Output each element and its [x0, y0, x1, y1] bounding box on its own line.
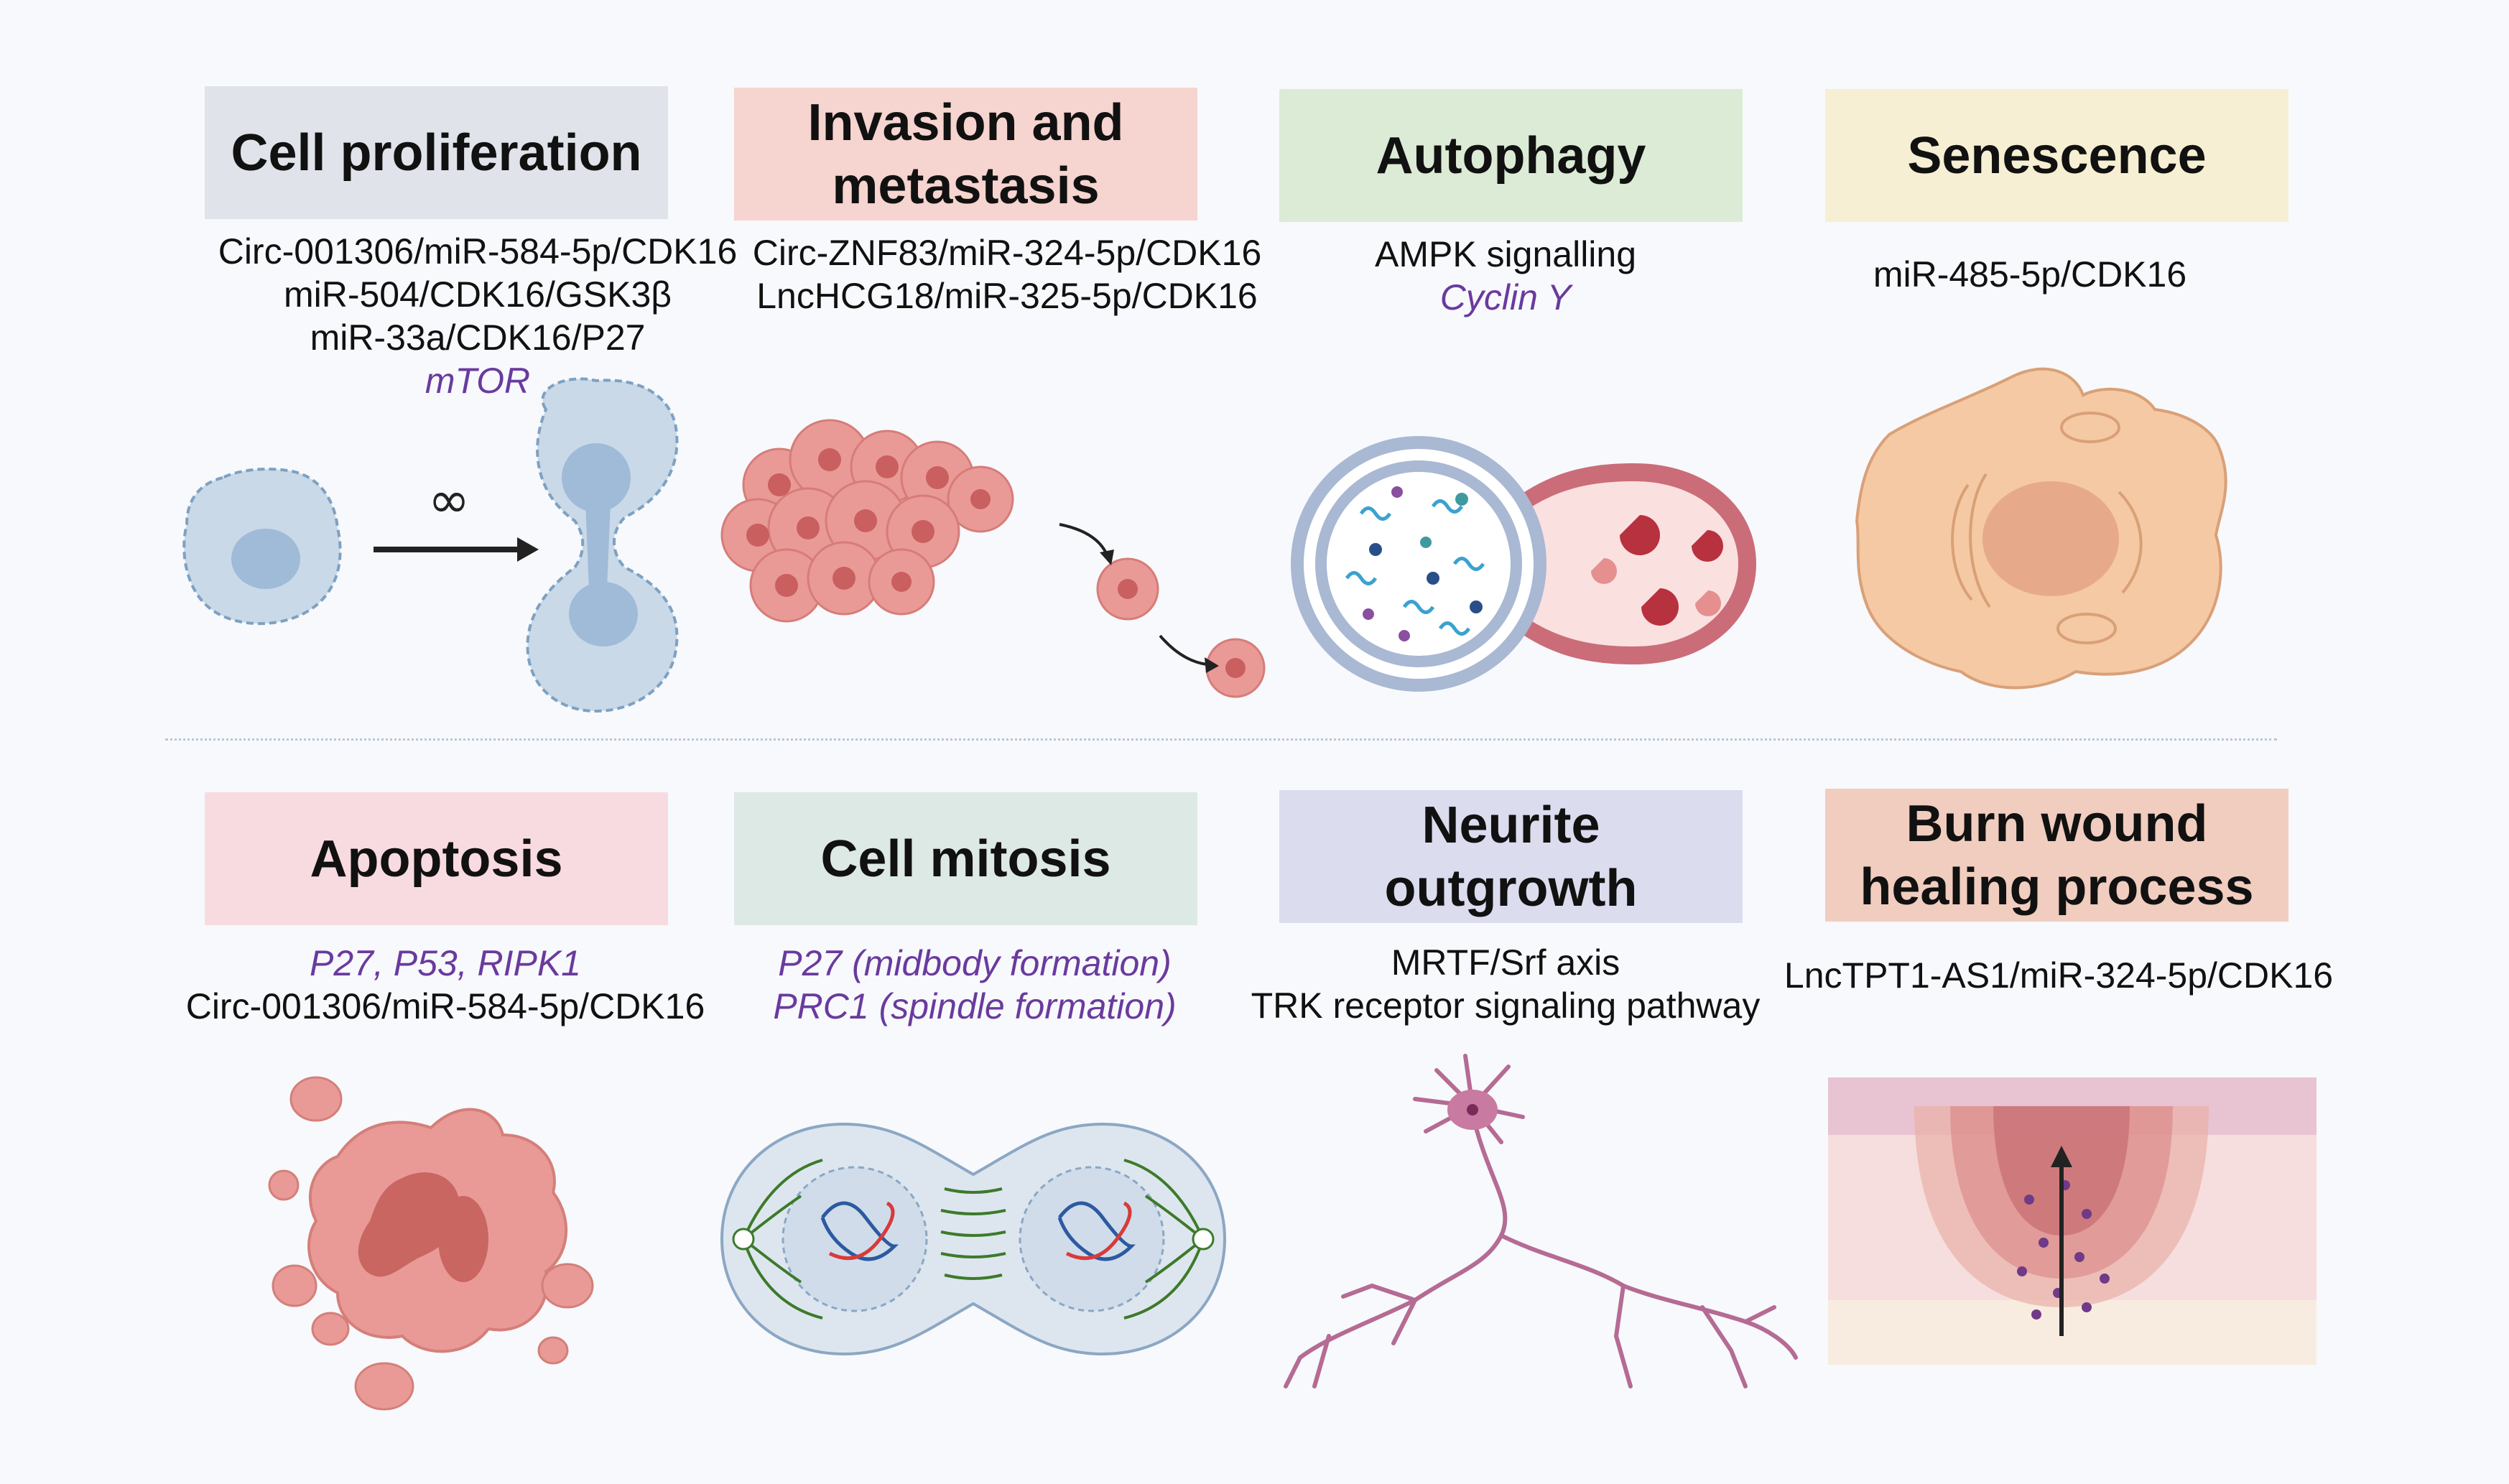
gene-item: PRC1 (spindle formation) [773, 986, 1177, 1026]
gene-list: Circ-001306/miR-584-5p/CDK16 miR-504/CDK… [162, 230, 794, 402]
gene-item: P27 (midbody formation) [778, 943, 1172, 983]
gene-item: MRTF/Srf axis [1391, 942, 1620, 983]
mitosis-illustration [720, 1122, 1227, 1356]
gene-list: P27 (midbody formation) PRC1 (spindle fo… [659, 942, 1291, 1028]
gene-list: miR-485-5p/CDK16 [1714, 253, 2346, 296]
burn-wound-illustration [1828, 1077, 2316, 1365]
row-divider [165, 738, 2277, 741]
gene-item: miR-504/CDK16/GSK3β [283, 274, 672, 315]
gene-item: AMPK signalling [1374, 234, 1637, 274]
gene-list: LncTPT1-AS1/miR-324-5p/CDK16 [1743, 954, 2375, 997]
centrosome [732, 1228, 755, 1251]
gene-item: miR-485-5p/CDK16 [1873, 254, 2187, 295]
gene-item: LncHCG18/miR-325-5p/CDK16 [756, 276, 1258, 316]
chromosomes [820, 1201, 1136, 1261]
panel-title: Invasion and metastasis [734, 88, 1197, 221]
dividing-cell [526, 377, 679, 713]
senescence-illustration [1855, 367, 2227, 690]
gene-list: Circ-ZNF83/miR-324-5p/CDK16 LncHCG18/miR… [691, 231, 1323, 317]
gene-list: P27, P53, RIPK1 Circ-001306/miR-584-5p/C… [129, 942, 761, 1028]
panel-title: Apoptosis [205, 792, 668, 925]
gene-item: P27, P53, RIPK1 [309, 943, 581, 983]
panel-title: Neurite outgrowth [1279, 790, 1743, 923]
apoptotic-bodies [268, 1076, 594, 1411]
cargo-molecules [1345, 499, 1485, 636]
panel-title: Cell proliferation [205, 86, 668, 219]
panel-title: Autophagy [1279, 89, 1743, 222]
arrow-icon [1059, 523, 1108, 554]
vesicle-dots [1363, 486, 1483, 641]
migrating-cell [1205, 638, 1266, 698]
arrow-icon [374, 537, 539, 562]
gene-item: Circ-001306/miR-584-5p/CDK16 [218, 231, 738, 272]
centrosome [1192, 1228, 1215, 1251]
gene-item: miR-33a/CDK16/P27 [310, 317, 646, 358]
gene-list: AMPK signalling Cyclin Y [1189, 233, 1822, 319]
gene-item: Circ-001306/miR-584-5p/CDK16 [185, 986, 705, 1026]
migrating-cell [1096, 557, 1159, 621]
invasion-illustration [720, 419, 1266, 698]
panel-title: Burn wound healing process [1825, 789, 2288, 922]
neuron-illustration [1284, 1054, 1798, 1388]
gene-list: MRTF/Srf axis TRK receptor signaling pat… [1189, 941, 1822, 1027]
single-cell [182, 468, 342, 626]
panel-title: Cell mitosis [734, 792, 1197, 925]
infinity-symbol: ∞ [428, 470, 470, 529]
cell-proliferation-illustration: ∞ [182, 377, 679, 713]
gene-item: LncTPT1-AS1/miR-324-5p/CDK16 [1784, 955, 2334, 996]
autophagy-illustration [1291, 436, 1756, 692]
lysosome-enzymes [1591, 515, 1723, 626]
gene-item: TRK receptor signaling pathway [1251, 986, 1761, 1026]
gene-item: Circ-ZNF83/miR-324-5p/CDK16 [752, 233, 1262, 273]
gene-item: Cyclin Y [1439, 277, 1572, 317]
panel-title: Senescence [1825, 89, 2288, 222]
gene-item: mTOR [425, 361, 531, 401]
arrow-icon [1159, 634, 1207, 666]
apoptosis-illustration [268, 1076, 594, 1411]
